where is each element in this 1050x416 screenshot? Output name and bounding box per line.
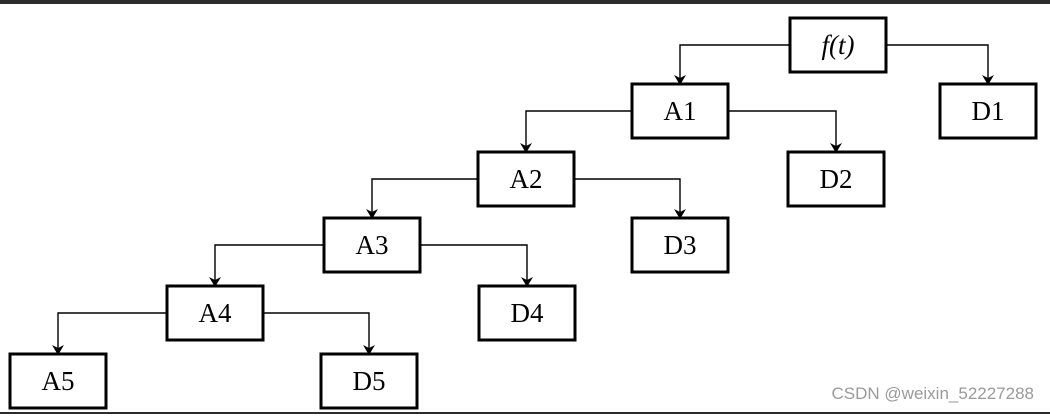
edge-A3-to-A4 (209, 244, 324, 287)
node-A1: A1 (630, 82, 730, 140)
node-label-A1: A1 (664, 96, 697, 126)
node-box-D1 (938, 82, 1038, 140)
node-label-A4: A4 (199, 298, 232, 328)
node-box-D3 (630, 216, 730, 274)
node-D1: D1 (938, 82, 1038, 140)
edge-A1-to-D2 (728, 110, 842, 153)
node-label-A2: A2 (510, 164, 543, 194)
edge-A2-to-D3 (574, 178, 686, 219)
node-box-D5 (319, 352, 419, 410)
node-box-A2 (476, 150, 576, 208)
node-D3: D3 (630, 216, 730, 274)
node-label-D1: D1 (972, 96, 1005, 126)
node-A2: A2 (476, 150, 576, 208)
node-box-A4 (165, 284, 265, 342)
node-label-ft: f(t) (822, 30, 855, 60)
node-D2: D2 (786, 150, 886, 208)
node-A5: A5 (8, 352, 108, 410)
node-box-D4 (477, 284, 577, 342)
node-box-D2 (786, 150, 886, 208)
node-label-D4: D4 (511, 298, 544, 328)
edge-A2-to-A3 (366, 178, 478, 219)
node-box-A5 (8, 352, 108, 410)
edges (52, 44, 994, 355)
edge-ft-to-A1 (674, 44, 790, 85)
node-label-A3: A3 (356, 230, 389, 260)
node-D5: D5 (319, 352, 419, 410)
node-ft: f(t) (788, 16, 888, 74)
node-label-D5: D5 (353, 366, 386, 396)
node-label-A5: A5 (42, 366, 75, 396)
edge-A1-to-A2 (520, 110, 632, 153)
edge-A3-to-D4 (420, 244, 533, 287)
node-box-ft (788, 16, 888, 74)
node-box-A3 (322, 216, 422, 274)
edge-A4-to-D5 (263, 312, 375, 355)
node-box-A1 (630, 82, 730, 140)
bottom-border (0, 412, 1050, 414)
watermark: CSDN @weixin_52227288 (831, 384, 1034, 403)
node-A4: A4 (165, 284, 265, 342)
top-border (0, 0, 1050, 4)
edge-A4-to-A5 (52, 312, 167, 355)
node-label-D2: D2 (820, 164, 853, 194)
node-D4: D4 (477, 284, 577, 342)
node-A3: A3 (322, 216, 422, 274)
edge-ft-to-D1 (886, 44, 994, 85)
node-label-D3: D3 (664, 230, 697, 260)
